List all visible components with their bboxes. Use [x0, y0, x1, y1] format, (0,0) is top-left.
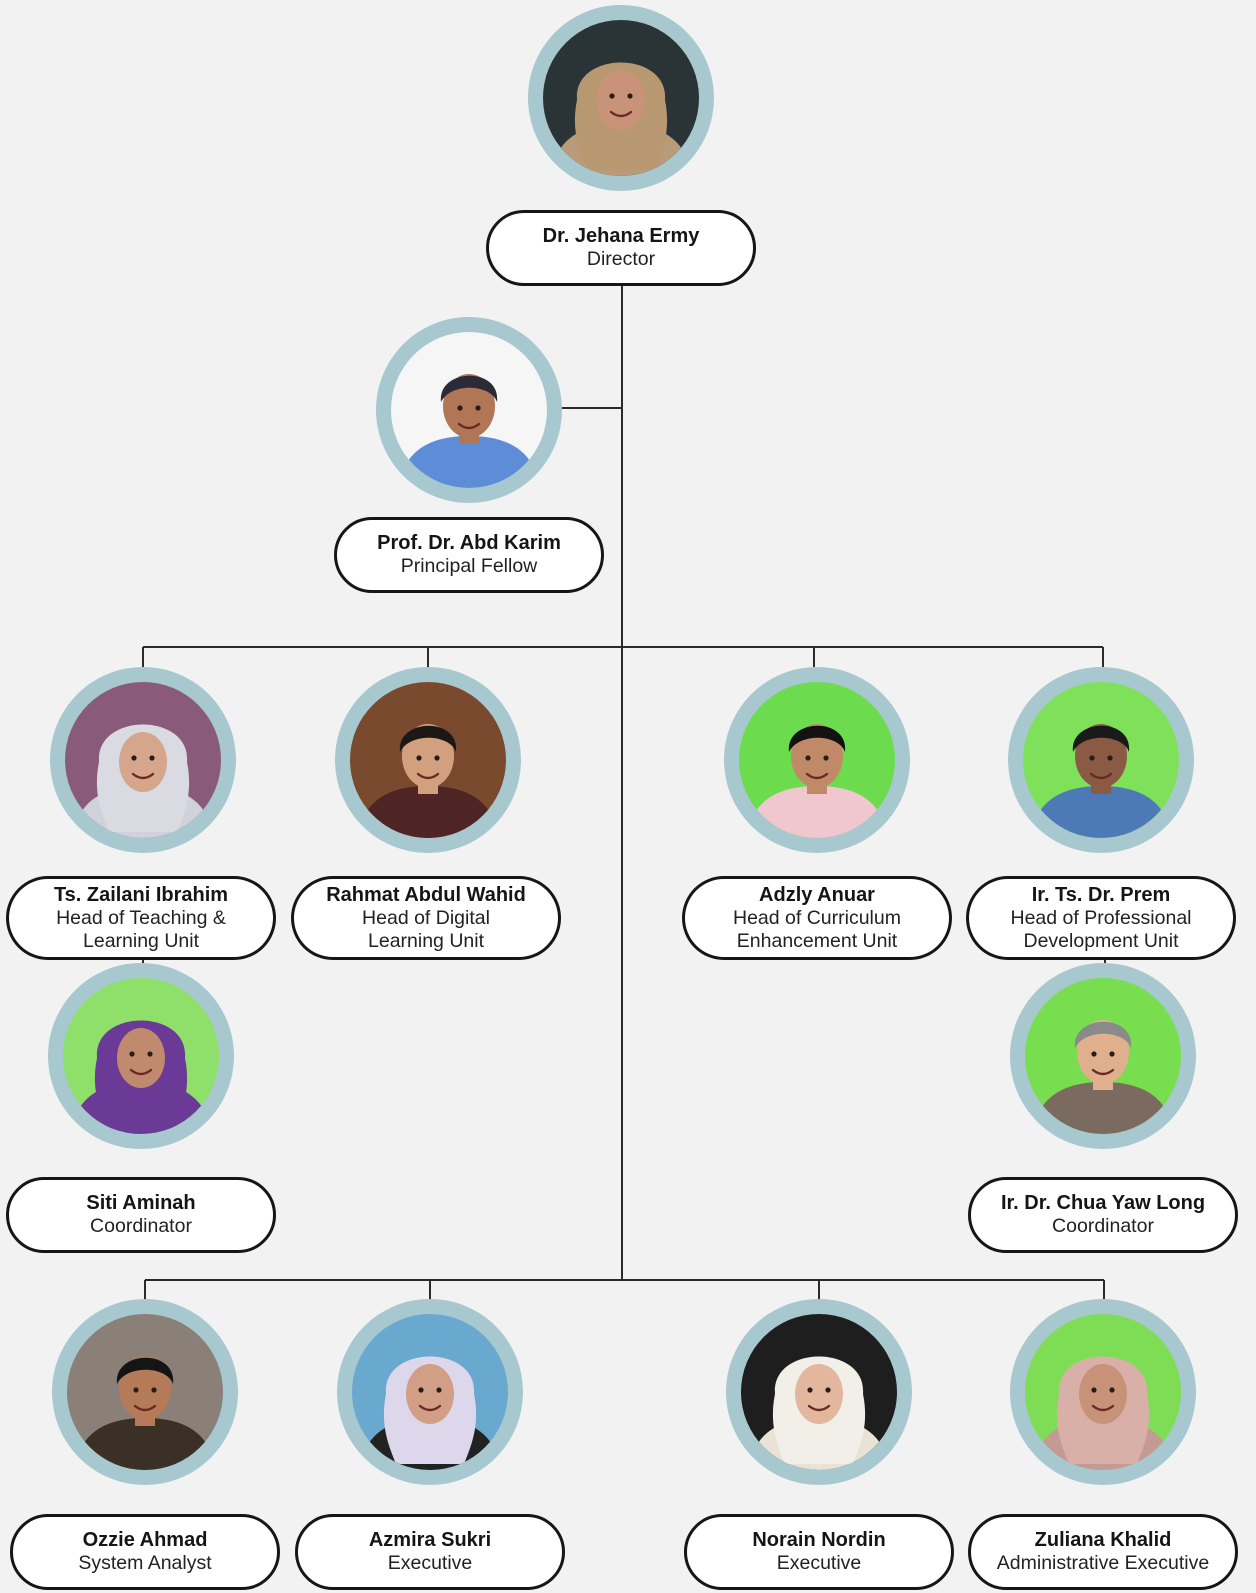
person-name: Prof. Dr. Abd Karim	[377, 532, 561, 554]
portrait-illustration	[67, 1314, 223, 1470]
person-role: Administrative Executive	[996, 1552, 1210, 1574]
person-role: Director	[586, 248, 656, 270]
person-name: Ir. Dr. Chua Yaw Long	[1000, 1192, 1206, 1214]
portrait-illustration	[391, 332, 547, 488]
profile-photo	[337, 1299, 523, 1485]
portrait-illustration	[741, 1314, 897, 1470]
person-role: Development Unit	[1023, 929, 1179, 952]
profile-photo	[726, 1299, 912, 1485]
profile-photo	[724, 667, 910, 853]
person-name: Zuliana Khalid	[1034, 1529, 1172, 1551]
profile-photo	[1010, 1299, 1196, 1485]
person-role: Executive	[387, 1552, 473, 1574]
person-role: Head of Teaching &	[56, 906, 226, 929]
person-role: Head of Curriculum	[733, 906, 901, 929]
person-role: Coordinator	[90, 1215, 192, 1237]
profile-photo	[335, 667, 521, 853]
person-name: Rahmat Abdul Wahid	[326, 883, 526, 906]
person-name: Ir. Ts. Dr. Prem	[1031, 883, 1171, 906]
person-role: Learning Unit	[368, 929, 484, 952]
profile-photo	[52, 1299, 238, 1485]
person-name: Siti Aminah	[86, 1192, 196, 1214]
person-role: Principal Fellow	[400, 555, 538, 577]
portrait-illustration	[1025, 1314, 1181, 1470]
profile-photo	[1008, 667, 1194, 853]
portrait-illustration	[739, 682, 895, 838]
person-name: Norain Nordin	[752, 1529, 886, 1551]
portrait-illustration	[350, 682, 506, 838]
profile-photo	[376, 317, 562, 503]
person-role: Coordinator	[1052, 1215, 1154, 1237]
portrait-illustration	[63, 978, 219, 1134]
portrait-illustration	[352, 1314, 508, 1470]
profile-photo	[1010, 963, 1196, 1149]
person-role: Head of Digital	[362, 906, 490, 929]
person-name: Dr. Jehana Ermy	[542, 225, 700, 247]
person-role: Learning Unit	[83, 929, 199, 952]
person-role: System Analyst	[78, 1552, 212, 1574]
person-name: Adzly Anuar	[759, 883, 875, 906]
portrait-illustration	[1023, 682, 1179, 838]
profile-photo	[50, 667, 236, 853]
person-role: Enhancement Unit	[736, 929, 898, 952]
profile-photo	[528, 5, 714, 191]
person-name: Ozzie Ahmad	[82, 1529, 208, 1551]
person-role: Head of Professional	[1010, 906, 1192, 929]
person-name: Ts. Zailani Ibrahim	[53, 883, 229, 906]
profile-photo	[48, 963, 234, 1149]
portrait-illustration	[1025, 978, 1181, 1134]
person-role: Executive	[776, 1552, 862, 1574]
person-name: Azmira Sukri	[368, 1529, 492, 1551]
portrait-illustration	[543, 20, 699, 176]
portrait-illustration	[65, 682, 221, 838]
